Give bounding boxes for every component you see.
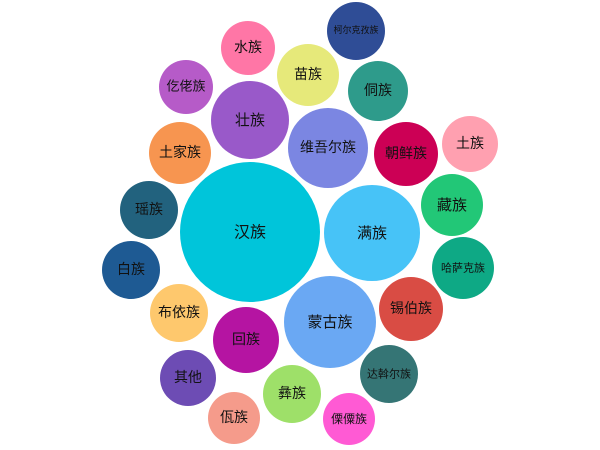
bubble-label: 仡佬族 xyxy=(166,79,205,95)
bubble[interactable] xyxy=(221,21,275,75)
bubble-label: 侗族 xyxy=(364,83,392,99)
bubble[interactable] xyxy=(360,345,418,403)
bubble-label: 白族 xyxy=(117,262,145,278)
bubble[interactable] xyxy=(323,393,375,445)
bubble[interactable] xyxy=(432,237,494,299)
bubble-label: 布依族 xyxy=(158,305,200,321)
bubble[interactable] xyxy=(284,276,376,368)
bubble-label: 回族 xyxy=(232,332,260,348)
bubble-label: 锡伯族 xyxy=(390,301,432,317)
bubble-label: 朝鲜族 xyxy=(385,146,427,162)
bubble-label: 维吾尔族 xyxy=(300,140,356,156)
bubble-label: 傈僳族 xyxy=(331,412,367,426)
bubble[interactable] xyxy=(263,365,321,423)
bubble-label: 蒙古族 xyxy=(307,313,352,331)
bubble[interactable] xyxy=(149,122,211,184)
bubble[interactable] xyxy=(150,284,208,342)
bubble-label: 土家族 xyxy=(159,144,201,161)
bubble[interactable] xyxy=(120,181,178,239)
bubble[interactable] xyxy=(288,108,368,188)
bubble[interactable] xyxy=(324,185,420,281)
bubble[interactable] xyxy=(327,2,385,60)
bubble-label: 土族 xyxy=(456,136,484,152)
bubble-label: 苗族 xyxy=(294,67,322,83)
bubble-label: 佤族 xyxy=(220,410,248,426)
bubble[interactable] xyxy=(442,116,498,172)
bubble[interactable] xyxy=(379,277,443,341)
bubble[interactable] xyxy=(159,60,213,114)
bubble[interactable] xyxy=(208,392,260,444)
bubble[interactable] xyxy=(213,307,279,373)
bubble-label: 水族 xyxy=(234,40,262,56)
bubble[interactable] xyxy=(421,174,483,236)
bubble-label: 汉族 xyxy=(234,223,266,242)
bubble-label: 柯尔克孜族 xyxy=(333,24,378,36)
bubble[interactable] xyxy=(160,350,216,406)
bubble-label: 哈萨克族 xyxy=(441,261,485,275)
bubble[interactable] xyxy=(374,122,438,186)
bubble-label: 壮族 xyxy=(235,111,265,129)
bubble-label: 其他 xyxy=(174,370,202,386)
bubble[interactable] xyxy=(348,61,408,121)
bubble-label: 彝族 xyxy=(278,386,306,402)
bubble[interactable] xyxy=(277,44,339,106)
bubble-label: 满族 xyxy=(357,224,387,242)
bubble-label: 瑶族 xyxy=(135,202,163,218)
bubble[interactable] xyxy=(211,81,289,159)
bubble-label: 藏族 xyxy=(437,196,467,214)
bubble-label: 达斡尔族 xyxy=(367,367,411,381)
bubble[interactable] xyxy=(180,162,320,302)
bubble[interactable] xyxy=(102,241,160,299)
